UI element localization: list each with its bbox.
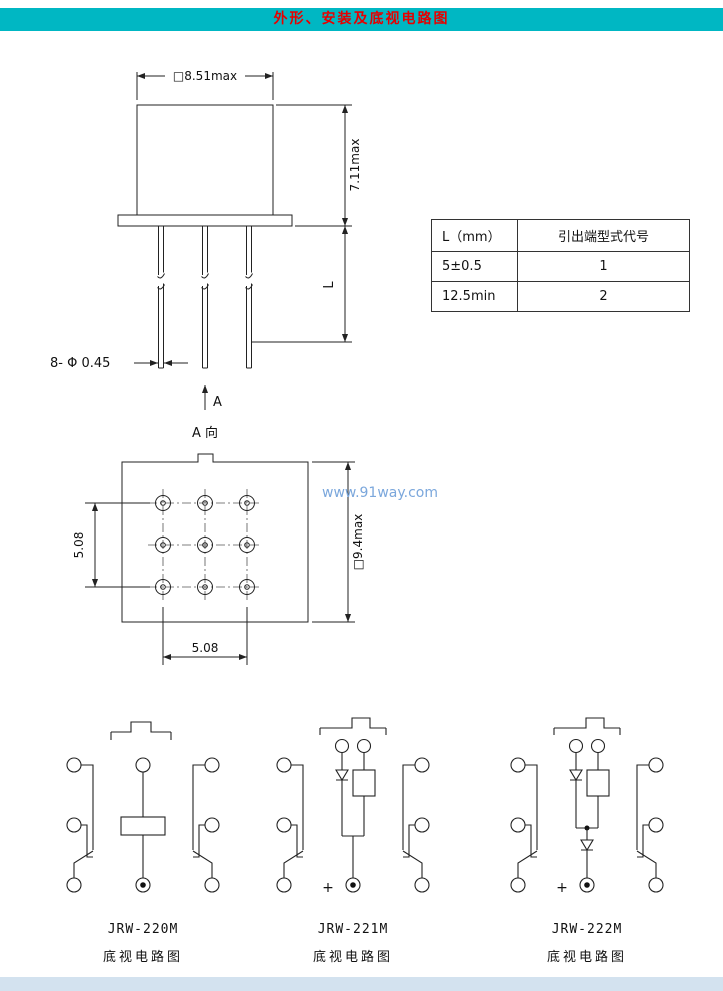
relay-pin <box>201 226 209 369</box>
circuit3-caption: JRW-222M 底视电路图 <box>500 922 674 965</box>
table-cell-length: 5±0.5 <box>431 251 518 282</box>
contact-left-common <box>73 850 94 878</box>
center-lines <box>148 489 262 601</box>
case-tab-symbol <box>110 721 172 740</box>
circuit-jrw-220m <box>66 721 220 893</box>
page-title: 外形、安装及底视电路图 <box>0 8 723 31</box>
coil-terminal-b <box>356 738 372 754</box>
contact-left-no <box>81 764 94 850</box>
coil-terminal-a <box>568 738 584 754</box>
dim-row-pitch-label: 5.08 <box>72 532 86 559</box>
contact-left-no <box>291 764 304 850</box>
relay-pin <box>245 226 253 369</box>
diode-symbol <box>335 769 349 782</box>
coil-symbol <box>120 816 166 836</box>
contact-left-common <box>283 850 304 878</box>
view-a-label: A 向 <box>192 425 218 441</box>
contact-left-nc <box>81 824 93 858</box>
table-header-length: L（mm） <box>431 219 518 252</box>
case-tab-symbol <box>553 717 621 735</box>
circuit-jrw-222m: + <box>510 717 664 896</box>
contact-right-common <box>192 850 213 878</box>
case-tab-symbol <box>319 717 387 735</box>
contact-right-no <box>402 764 415 850</box>
outline-drawing: □8.51max 7.11max L 8- Φ 0.45 A A 向 <box>50 69 362 441</box>
contact-right-no <box>636 764 649 850</box>
coil-symbol <box>586 769 610 797</box>
polarity-plus-label: + <box>322 880 334 896</box>
contact-left-nc <box>525 824 537 858</box>
page-bottom-band <box>0 977 723 991</box>
contact-left-nc <box>291 824 303 858</box>
watermark: www.91way.com <box>322 485 438 501</box>
dim-outline-label: □9.4max <box>351 514 365 571</box>
contact-right-common <box>636 850 657 878</box>
table-row: 12.5min 2 <box>431 281 690 312</box>
pin-hole-grid <box>155 495 255 595</box>
contact-right-common <box>402 850 423 878</box>
coil-symbol <box>352 769 376 797</box>
lead-type-table: L（mm） 引出端型式代号 5±0.5 1 12.5min 2 <box>431 219 690 312</box>
circuit2-caption: JRW-221M 底视电路图 <box>266 922 440 965</box>
pin-callout-label: 8- Φ 0.45 <box>50 356 110 371</box>
center-terminal <box>135 877 151 893</box>
height-extension-lines <box>276 104 352 227</box>
center-terminal <box>579 877 595 893</box>
relay-body <box>136 104 274 216</box>
circuit1-model-label: JRW-220M <box>107 922 179 937</box>
table-header-typecode: 引出端型式代号 <box>517 219 690 252</box>
coil-terminal-a <box>334 738 350 754</box>
contact-right-no <box>192 764 205 850</box>
dim-lead-label: L <box>322 281 337 289</box>
contact-left-no <box>525 764 538 850</box>
table-cell-code: 2 <box>517 281 690 312</box>
dim-col-pitch-label: 5.08 <box>192 641 219 655</box>
dim-width-label: □8.51max <box>173 69 237 83</box>
table-cell-length: 12.5min <box>431 281 518 312</box>
table-cell-code: 1 <box>517 251 690 282</box>
bottom-view-drawing: 5.08 5.08 □9.4max www.91way.com <box>72 453 438 665</box>
circuit1-type-label: 底视电路图 <box>102 950 183 965</box>
polarity-plus-label: + <box>556 880 568 896</box>
circuit2-model-label: JRW-221M <box>317 922 389 937</box>
table-row: 5±0.5 1 <box>431 251 690 282</box>
contact-left-common <box>517 850 538 878</box>
contact-right-nc <box>637 824 649 858</box>
case-outline <box>121 453 309 623</box>
circuit-jrw-221m: + <box>276 717 430 896</box>
circuit3-type-label: 底视电路图 <box>546 950 627 965</box>
coil-terminal-top <box>135 757 151 773</box>
relay-pin <box>157 226 165 369</box>
section-arrow-label: A <box>213 395 222 410</box>
center-terminal <box>345 877 361 893</box>
contact-right-nc <box>403 824 415 858</box>
relay-flange <box>117 214 293 227</box>
contact-right-nc <box>193 824 205 858</box>
circuit3-model-label: JRW-222M <box>551 922 623 937</box>
diode-symbol <box>569 769 583 782</box>
coil-terminal-b <box>590 738 606 754</box>
dim-height-label: 7.11max <box>348 139 362 192</box>
circuit2-type-label: 底视电路图 <box>312 950 393 965</box>
series-diode-symbol <box>580 839 594 852</box>
circuit1-caption: JRW-220M 底视电路图 <box>56 922 230 965</box>
